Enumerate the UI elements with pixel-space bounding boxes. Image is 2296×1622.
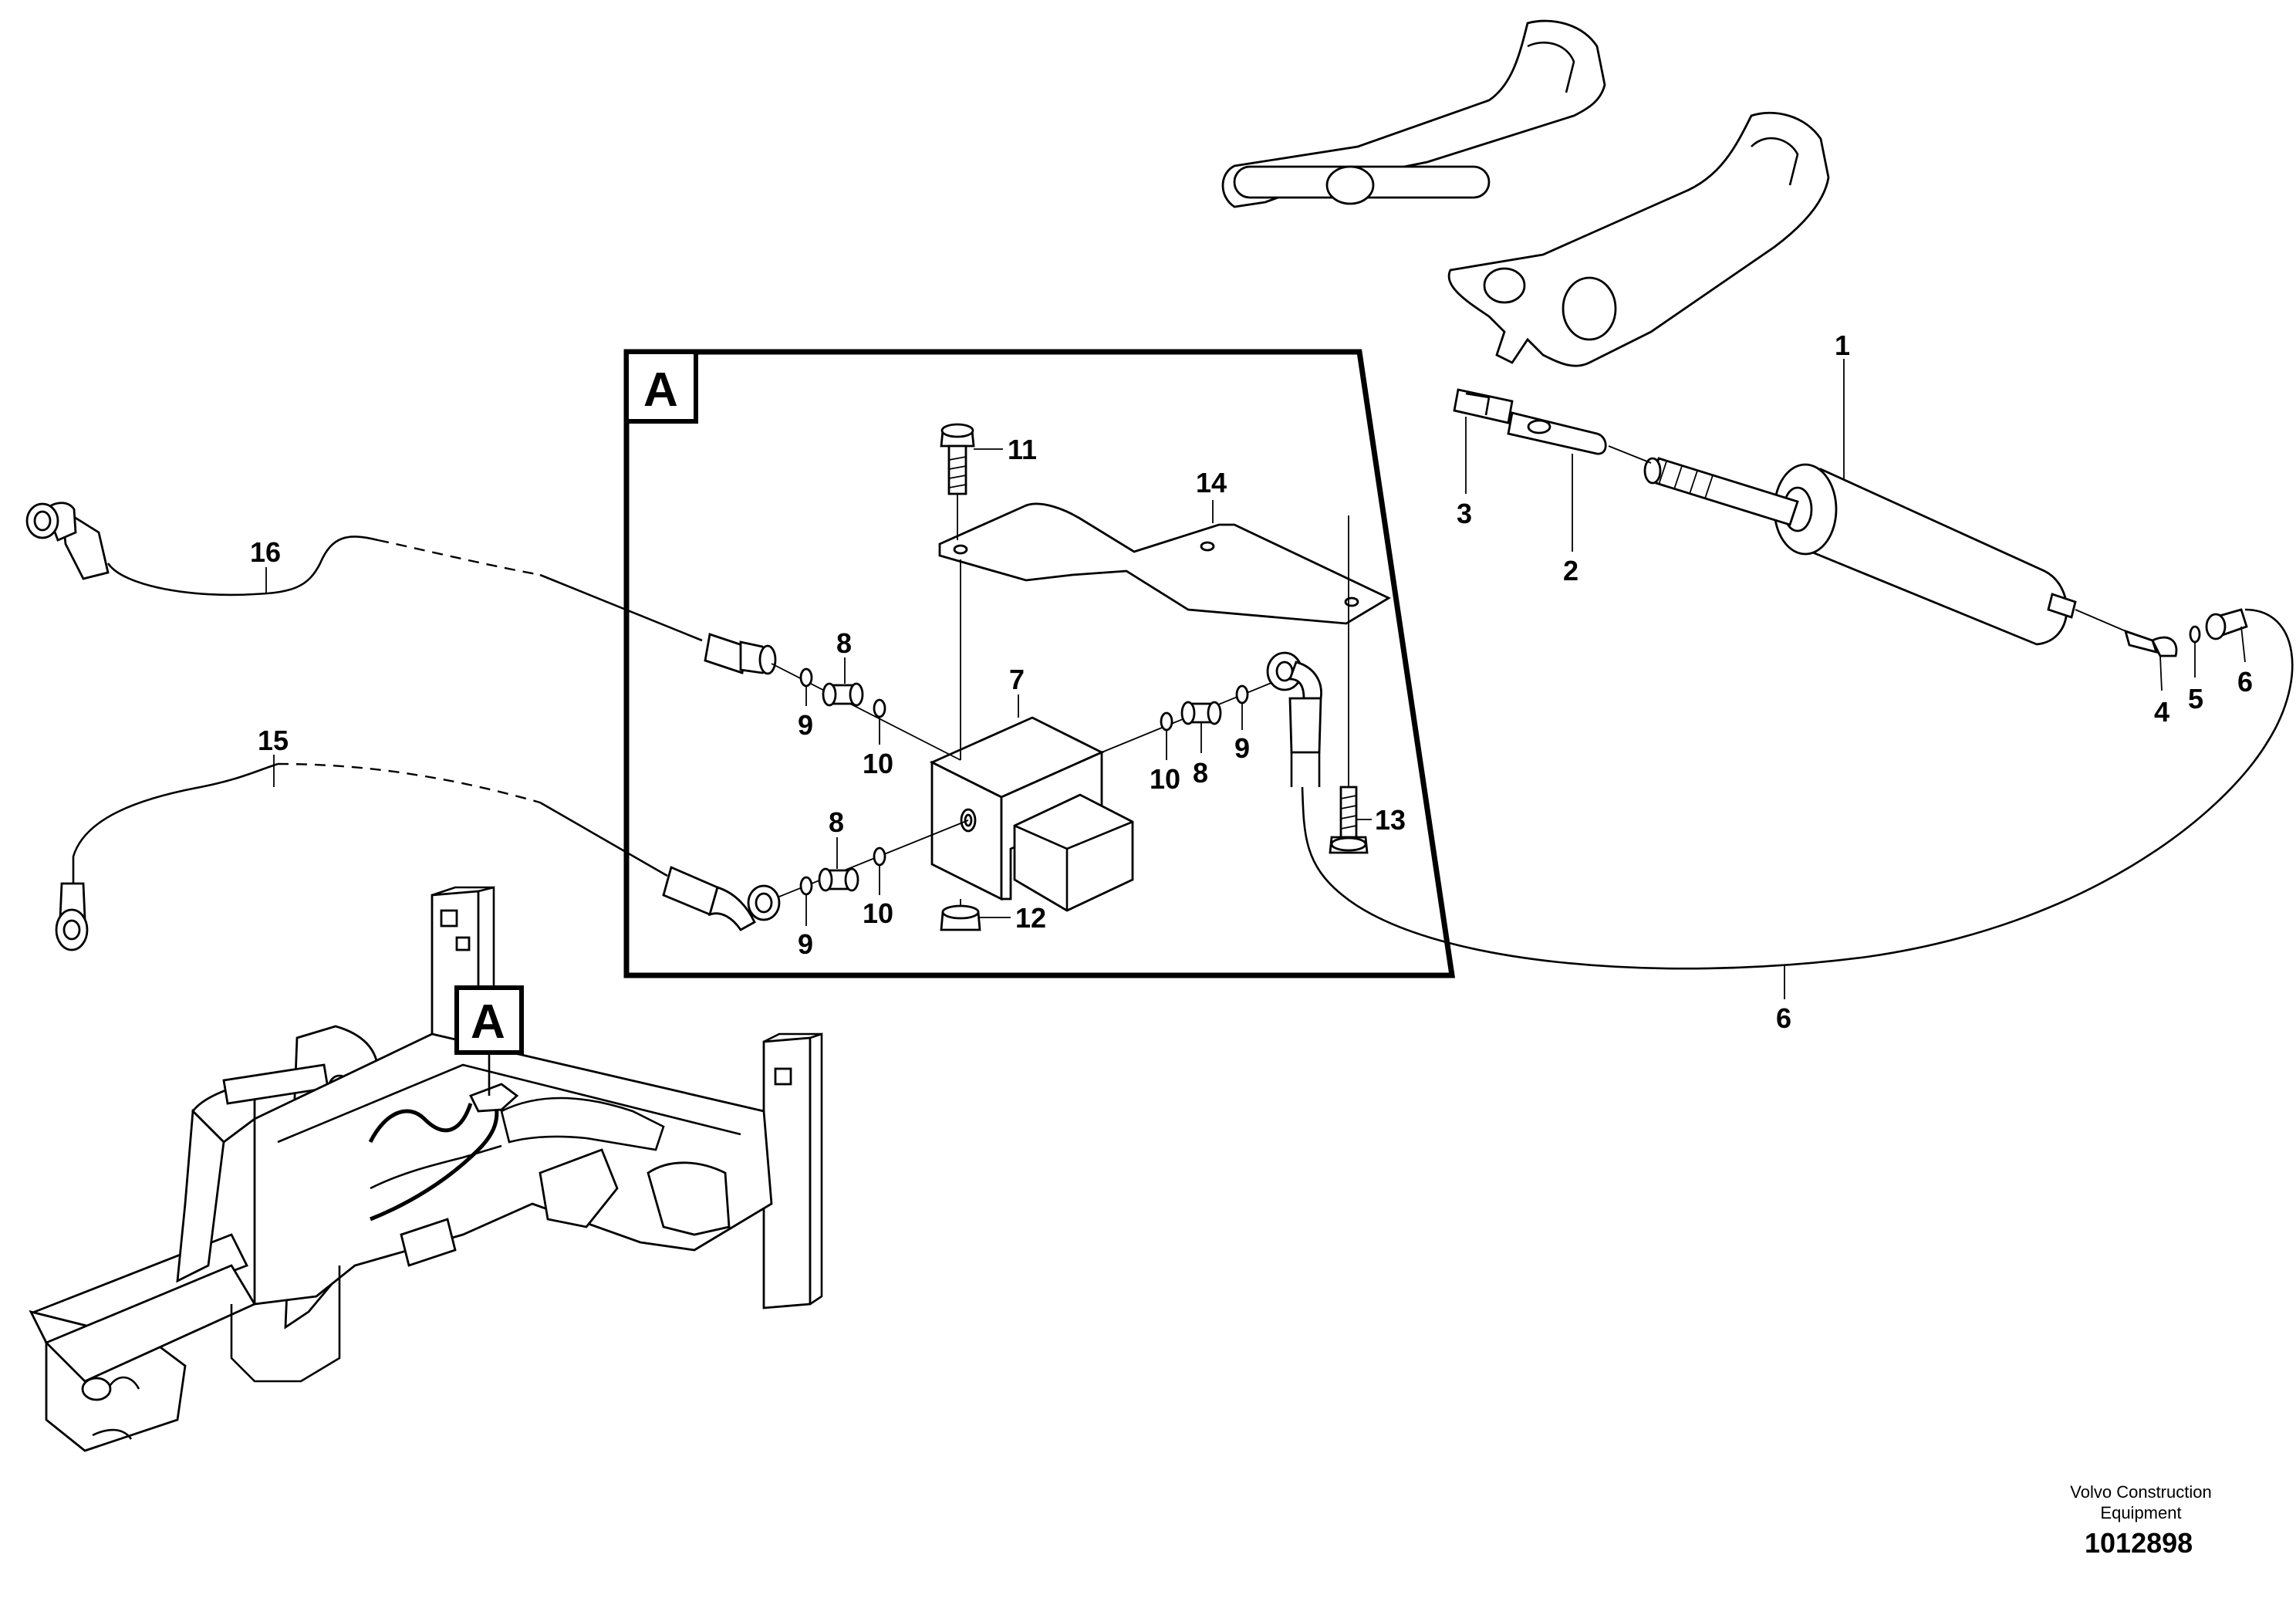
callout-10-right: 10 xyxy=(1150,763,1180,795)
callout-4: 4 xyxy=(2154,696,2169,728)
drawing-footer: Volvo Construction Equipment 1012898 xyxy=(2070,1482,2211,1559)
callout-14: 14 xyxy=(1196,467,1227,498)
callout-1: 1 xyxy=(1835,329,1850,361)
footer-company-line2: Equipment xyxy=(2100,1503,2181,1522)
callout-16: 16 xyxy=(250,536,281,568)
callout-13: 13 xyxy=(1375,804,1406,836)
callout-9-upper-left: 9 xyxy=(798,709,813,741)
bolt-13 xyxy=(1329,786,1369,854)
hydraulic-cylinder xyxy=(1643,457,2077,646)
callout-6-fitting: 6 xyxy=(2237,666,2253,698)
lift-arm-assembly xyxy=(1221,19,1830,367)
hose-15 xyxy=(55,762,668,951)
cylinder-fittings xyxy=(2075,608,2248,657)
detail-frame xyxy=(623,349,1456,978)
callout-12: 12 xyxy=(1015,902,1046,934)
callout-10-lower-left: 10 xyxy=(863,897,893,929)
detail-tag-letter: A xyxy=(643,363,678,417)
bracket xyxy=(938,502,1391,625)
callout-9-lower-left: 9 xyxy=(798,928,813,960)
callout-3: 3 xyxy=(1457,498,1472,529)
bolt-11 xyxy=(940,423,975,495)
detail-tag-box xyxy=(624,350,698,424)
callout-6-hose: 6 xyxy=(1776,1002,1791,1034)
fittings-upper-left xyxy=(704,633,961,761)
leader-lines xyxy=(265,359,2246,999)
callout-8-upper-left: 8 xyxy=(836,627,852,659)
callout-8-right: 8 xyxy=(1193,757,1208,789)
callout-2: 2 xyxy=(1563,555,1578,586)
callout-labels: 1 2 3 4 5 6 6 7 8 8 8 9 9 9 10 10 10 11 … xyxy=(250,329,2253,1034)
callout-11: 11 xyxy=(1008,434,1037,465)
callout-9-right: 9 xyxy=(1234,732,1250,764)
valve-block xyxy=(929,716,1134,912)
machine-frame xyxy=(29,886,823,1452)
nut-12 xyxy=(940,904,981,931)
callout-8-lower-left: 8 xyxy=(829,806,844,838)
callout-15: 15 xyxy=(258,725,289,756)
fittings-right-in-frame xyxy=(1101,651,1322,787)
callout-7: 7 xyxy=(1009,664,1025,695)
callout-10-upper-left: 10 xyxy=(863,748,893,779)
footer-drawing-number: 1012898 xyxy=(2085,1527,2193,1559)
frame-tag-letter: A xyxy=(471,995,505,1049)
hose-6 xyxy=(1301,608,2294,970)
footer-company-line1: Volvo Construction xyxy=(2070,1482,2211,1502)
hose-16 xyxy=(25,502,703,642)
callout-5: 5 xyxy=(2188,683,2203,715)
rod-end xyxy=(1453,388,1607,455)
fittings-lower-left xyxy=(662,819,969,931)
